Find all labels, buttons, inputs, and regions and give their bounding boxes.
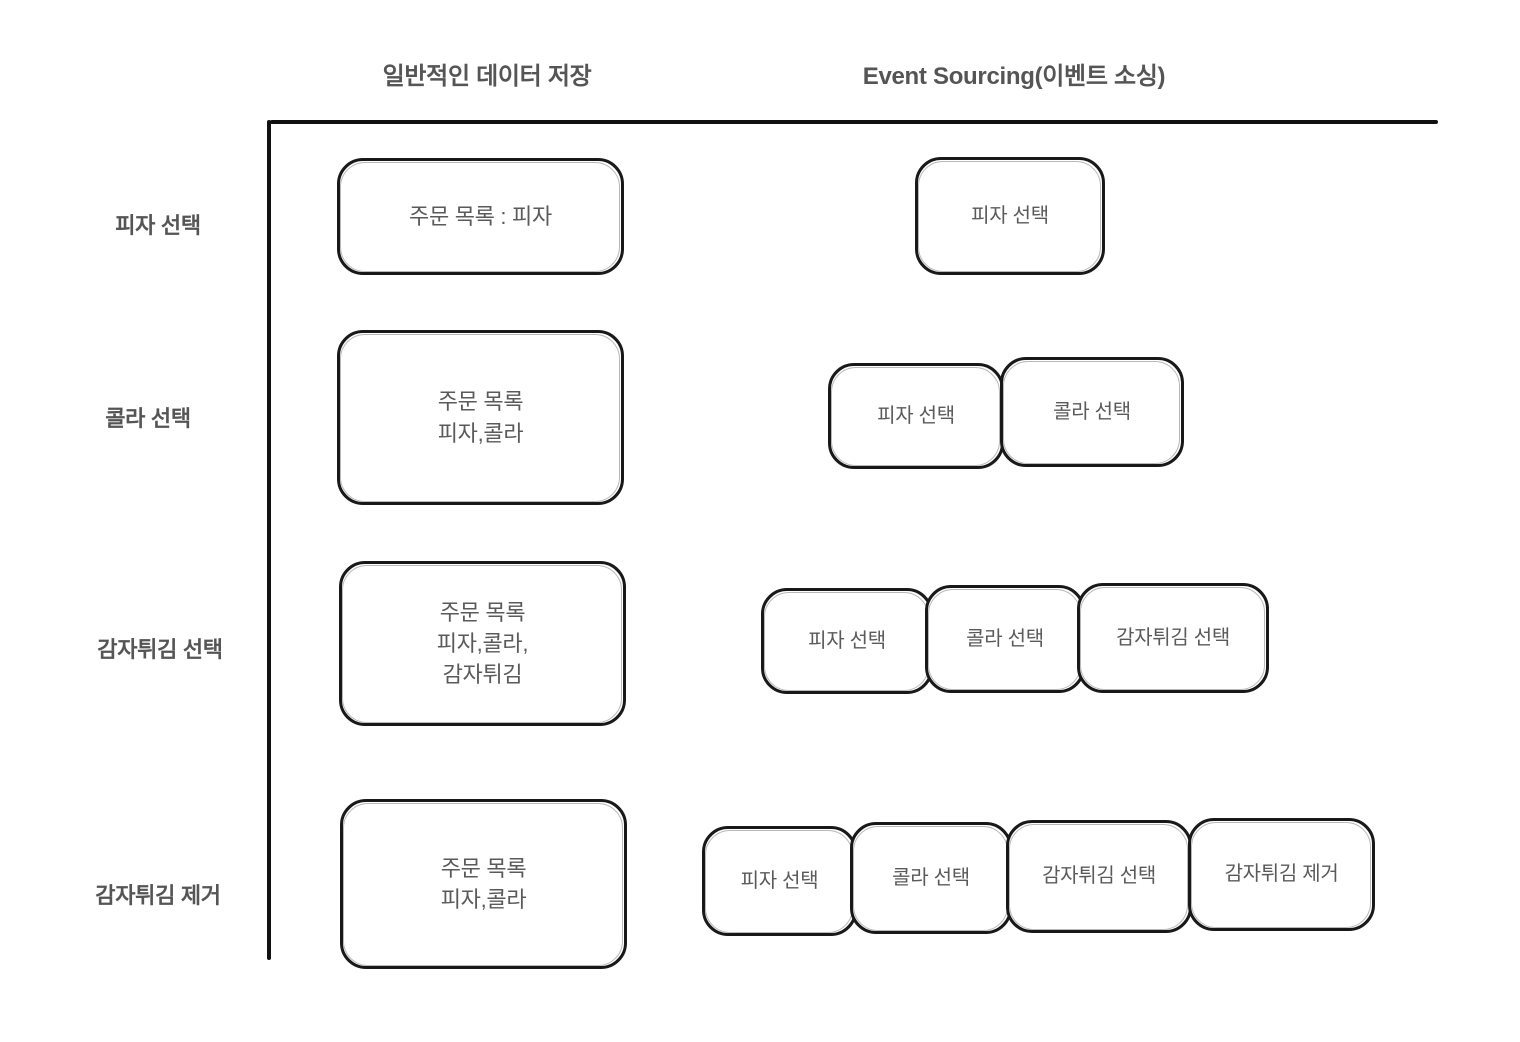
event-box-row-2-1: 콜라 선택 (925, 585, 1085, 693)
event-box-row-0-0: 피자 선택 (915, 157, 1105, 275)
event-box-row-2-0: 피자 선택 (761, 588, 933, 694)
event-box-row-1-1: 콜라 선택 (1000, 357, 1184, 467)
event-box-row-2-2: 감자튀김 선택 (1077, 583, 1269, 693)
event-box-row-3-1: 콜라 선택 (850, 822, 1012, 934)
store-box-row-0: 주문 목록 : 피자 (337, 158, 624, 275)
row-label-3: 감자튀김 제거 (95, 883, 221, 908)
event-box-row-3-3: 감자튀김 제거 (1188, 818, 1375, 931)
vertical-axis-line (267, 120, 271, 960)
event-box-row-1-0: 피자 선택 (828, 363, 1004, 469)
store-box-row-1: 주문 목록 피자,콜라 (337, 330, 624, 505)
store-box-row-2: 주문 목록 피자,콜라, 감자튀김 (339, 561, 626, 726)
horizontal-axis-line (270, 120, 1438, 124)
event-box-row-3-0: 피자 선택 (702, 826, 857, 936)
row-label-2: 감자튀김 선택 (97, 637, 223, 662)
row-label-0: 피자 선택 (115, 213, 201, 238)
store-box-row-3: 주문 목록 피자,콜라 (340, 799, 627, 969)
column-header-normal-storage: 일반적인 데이터 저장 (382, 63, 592, 90)
event-box-row-3-2: 감자튀김 선택 (1006, 820, 1192, 933)
row-label-1: 콜라 선택 (105, 406, 191, 431)
column-header-event-sourcing: Event Sourcing(이벤트 소싱) (862, 63, 1166, 90)
